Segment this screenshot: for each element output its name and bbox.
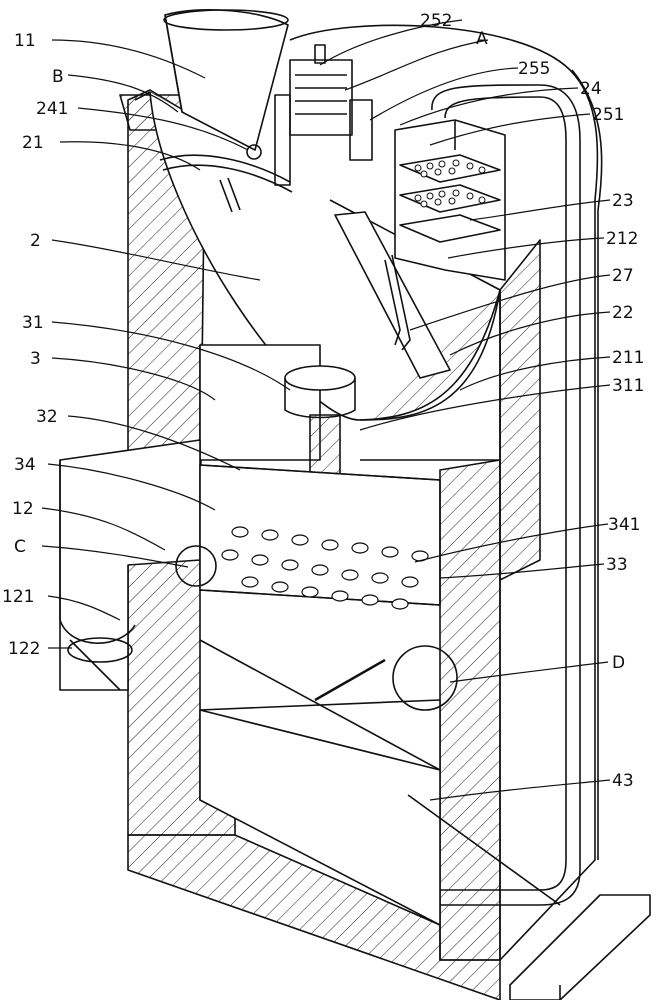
label-121: 121 xyxy=(2,587,34,607)
housing-bottom xyxy=(127,834,501,1000)
label-122: 122 xyxy=(8,639,40,659)
label-252: 252 xyxy=(420,11,452,31)
detail-a-unit xyxy=(274,44,373,186)
label-311: 311 xyxy=(612,376,644,396)
label-d: D xyxy=(612,653,625,673)
label-3: 3 xyxy=(30,349,41,369)
label-2: 2 xyxy=(30,231,41,251)
label-24: 24 xyxy=(580,79,602,99)
label-34: 34 xyxy=(14,455,36,475)
base-plate xyxy=(509,894,651,1000)
sieve-dots xyxy=(414,159,486,208)
label-c: C xyxy=(14,537,26,557)
label-12: 12 xyxy=(12,499,34,519)
lower-right-wall xyxy=(439,459,501,961)
label-33: 33 xyxy=(606,555,628,575)
detail-circle-c xyxy=(175,545,217,587)
leader-lines xyxy=(41,19,611,801)
label-23: 23 xyxy=(612,191,634,211)
label-21: 21 xyxy=(22,133,44,153)
collection-tray xyxy=(199,639,561,926)
reference-labels: 11 B 241 21 2 31 3 32 34 12 C 121 122 25… xyxy=(2,11,644,791)
return-pipe xyxy=(430,84,581,906)
inclined-plate xyxy=(334,211,451,379)
detail-circle-d xyxy=(392,645,458,711)
label-31: 31 xyxy=(22,313,44,333)
label-211: 211 xyxy=(612,348,644,368)
label-255: 255 xyxy=(518,59,550,79)
label-43: 43 xyxy=(612,771,634,791)
label-22: 22 xyxy=(612,303,634,323)
rear-casing xyxy=(289,24,603,961)
label-32: 32 xyxy=(36,407,58,427)
label-212: 212 xyxy=(606,229,638,249)
perforation-holes xyxy=(221,526,429,610)
label-b: B xyxy=(52,67,64,87)
side-discharge xyxy=(59,439,201,691)
label-a: A xyxy=(476,29,488,49)
label-27: 27 xyxy=(612,266,634,286)
label-11: 11 xyxy=(14,31,36,51)
label-251: 251 xyxy=(592,105,624,125)
label-241: 241 xyxy=(36,99,68,119)
label-341: 341 xyxy=(608,515,640,535)
